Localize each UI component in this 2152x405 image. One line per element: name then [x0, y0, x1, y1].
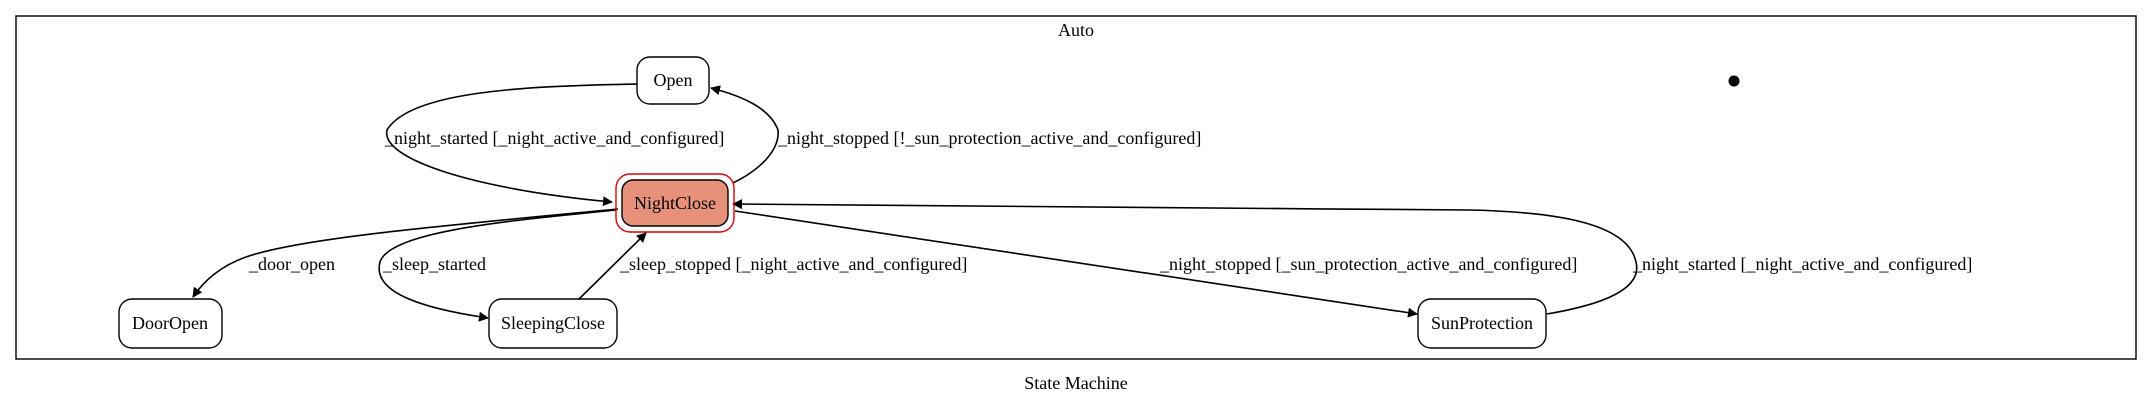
edge-label-nightclose-to-sunprotection: _night_stopped [_sun_protection_active_a… — [1159, 254, 1577, 274]
state-sunprotection: SunProtection — [1417, 298, 1547, 349]
state-sleepingclose-label: SleepingClose — [501, 313, 605, 333]
state-nightclose: NightClose — [615, 173, 735, 233]
edge-open-to-nightclose — [386, 83, 638, 207]
state-dooropen-label: DoorOpen — [132, 313, 208, 333]
edge-nightclose-to-sunprotection — [734, 210, 1418, 318]
edge-label-sunprotection-to-nightclose: _night_started [_night_active_and_config… — [1632, 254, 1972, 274]
state-open: Open — [636, 56, 710, 105]
state-open-label: Open — [654, 70, 693, 90]
active-state-ring — [615, 173, 735, 233]
cluster-auto-frame — [15, 15, 2137, 360]
initial-state-dot — [1728, 75, 1740, 87]
edge-label-open-to-nightclose: _night_started [_night_active_and_config… — [384, 128, 724, 148]
edge-nightclose-to-sleepingclose — [378, 209, 617, 322]
edge-sleepingclose-to-nightclose — [577, 232, 647, 301]
diagram-caption: State Machine — [1024, 373, 1127, 393]
edge-nightclose-to-dooropen — [192, 208, 619, 298]
edge-label-sleepingclose-to-nightclose: _sleep_stopped [_night_active_and_config… — [619, 254, 967, 274]
edge-nightclose-to-open — [710, 85, 779, 184]
edge-label-nightclose-to-sleepingclose: _sleep_started — [382, 254, 486, 274]
state-dooropen: DoorOpen — [118, 298, 223, 349]
state-nightclose-label: NightClose — [634, 193, 716, 213]
edge-label-nightclose-to-open: _night_stopped [!_sun_protection_active_… — [777, 128, 1201, 148]
edge-sunprotection-to-nightclose — [732, 199, 1638, 315]
cluster-auto-label: Auto — [1058, 20, 1094, 40]
state-sleepingclose: SleepingClose — [488, 298, 618, 349]
state-sunprotection-label: SunProtection — [1431, 313, 1533, 333]
edge-label-nightclose-to-dooropen: _door_open — [248, 254, 335, 274]
